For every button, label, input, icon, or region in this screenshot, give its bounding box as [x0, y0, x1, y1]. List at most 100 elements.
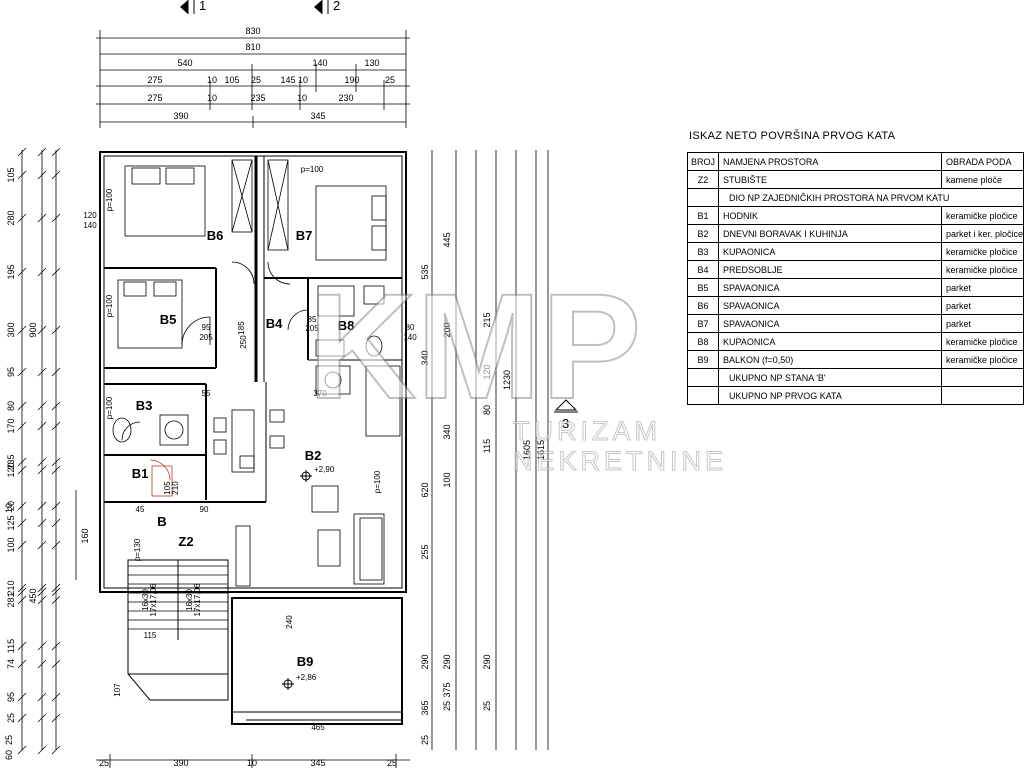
cell-namjena: PREDSOBLJE [718, 260, 942, 279]
cell-namjena: SPAVAONICA [718, 314, 942, 333]
annotation-label: 250 [239, 335, 248, 349]
annotation-label: 140 [83, 221, 97, 230]
dimension-label: 280 [6, 210, 16, 225]
cell-namjena: SPAVAONICA [718, 278, 942, 297]
room-label-b9: B9 [297, 654, 314, 669]
dimension-tick [37, 367, 47, 377]
dimension-tick [17, 147, 27, 157]
annotation-label: 205 [305, 324, 319, 333]
dimension-tick [17, 401, 27, 411]
stair-label: 16x30 [185, 589, 194, 611]
cell-namjena: DNEVNI BORAVAK I KUHINJA [718, 224, 942, 243]
dimension-tick [51, 745, 61, 755]
dimension-label: 170 [6, 418, 16, 433]
stair-label: 17x17,06 [193, 583, 202, 616]
dimension-tick [51, 465, 61, 475]
dimension-label: 230 [338, 93, 353, 103]
dimension-label: 345 [310, 758, 325, 768]
cell-namjena: HODNIK [718, 206, 942, 225]
dimension-tick [37, 745, 47, 755]
cell-obrada: keramičke pločice [940, 332, 1024, 351]
dimension-tick [51, 518, 61, 528]
stair-label: 17x17,06 [149, 583, 158, 616]
dimension-label: 345 [310, 111, 325, 121]
walls [99, 151, 407, 725]
dimension-tick [37, 457, 47, 467]
dimension-label: 95 [6, 367, 16, 377]
dimension-tick [51, 641, 61, 651]
room-label-b4: B4 [266, 316, 283, 331]
annotation-label: 370 [313, 389, 327, 398]
dimension-tick [37, 267, 47, 277]
dimension-label: 390 [173, 111, 188, 121]
dimension-tick [51, 713, 61, 723]
dimension-label: 25 [99, 758, 109, 768]
dimension-tick [51, 421, 61, 431]
dimension-tick [17, 267, 27, 277]
dimension-label: 100 [6, 537, 16, 552]
dimension-label: 900 [28, 322, 38, 337]
dimension-label: 25 [4, 735, 14, 745]
svg-text:1: 1 [199, 0, 206, 13]
dimension-label: 375 [442, 682, 452, 697]
door-swings [121, 261, 309, 497]
dimension-label: 10 [298, 75, 308, 85]
dimension-label: 275 [147, 75, 162, 85]
dimension-label: 535 [420, 264, 430, 279]
dimension-label: 620 [420, 482, 430, 497]
annotation-label: 185 [237, 321, 246, 335]
dimension-tick [37, 583, 47, 593]
dimension-tick [17, 587, 27, 597]
cell-obrada: parket i ker. pločice [940, 224, 1024, 243]
dimension-tick [37, 659, 47, 669]
dimension-label: 25 [442, 701, 452, 711]
cell-broj: B3 [686, 242, 720, 261]
dimension-label: 195 [6, 264, 16, 279]
dimension-tick [37, 325, 47, 335]
dimension-label: 290 [482, 654, 492, 669]
dimension-tick [51, 267, 61, 277]
room-label-z2: Z2 [178, 534, 193, 549]
dimension-tick [37, 540, 47, 550]
dimension-tick [17, 325, 27, 335]
dimension-tick [51, 501, 61, 511]
dimension-tick [17, 641, 27, 651]
room-label-b: B [157, 514, 166, 529]
cell-broj: Z2 [686, 170, 720, 189]
dimension-label: 25 [385, 75, 395, 85]
cell-namjena: STUBIŠTE [718, 170, 942, 189]
dimension-tick [17, 659, 27, 669]
dimension-tick [37, 213, 47, 223]
svg-text:2: 2 [333, 0, 340, 13]
furniture [112, 159, 401, 587]
dimension-label: 25 [251, 75, 261, 85]
dimension-label: 340 [420, 350, 430, 365]
dimension-label: 281 [6, 592, 16, 607]
cell-namjena: SPAVAONICA [718, 296, 942, 315]
dimension-label: 25 [482, 701, 492, 711]
annotation-label: 120 [83, 211, 97, 220]
cell-obrada: parket [940, 296, 1024, 315]
dimension-tick [37, 713, 47, 723]
dimension-label: 275 [147, 93, 162, 103]
dimension-label: 125 [6, 515, 16, 530]
dimension-tick [17, 692, 27, 702]
header-broj: BROJ [686, 152, 720, 171]
dimension-label: 115 [482, 439, 492, 453]
dimension-tick [51, 401, 61, 411]
dimension-label: 445 [442, 232, 452, 247]
table-header-row: BROJ NAMJENA PROSTORA OBRADA PODA [686, 152, 1024, 171]
section-marker-1: 1 [180, 0, 206, 14]
dimension-tick [51, 692, 61, 702]
dimension-label: 145 [280, 75, 295, 85]
dimension-tick [51, 540, 61, 550]
section-marker-3: 3 [554, 399, 578, 431]
room-label-b6: B6 [207, 228, 224, 243]
dimension-label: 300 [6, 322, 16, 337]
dimension-tick [51, 587, 61, 597]
annotation-label: 45 [136, 505, 145, 514]
